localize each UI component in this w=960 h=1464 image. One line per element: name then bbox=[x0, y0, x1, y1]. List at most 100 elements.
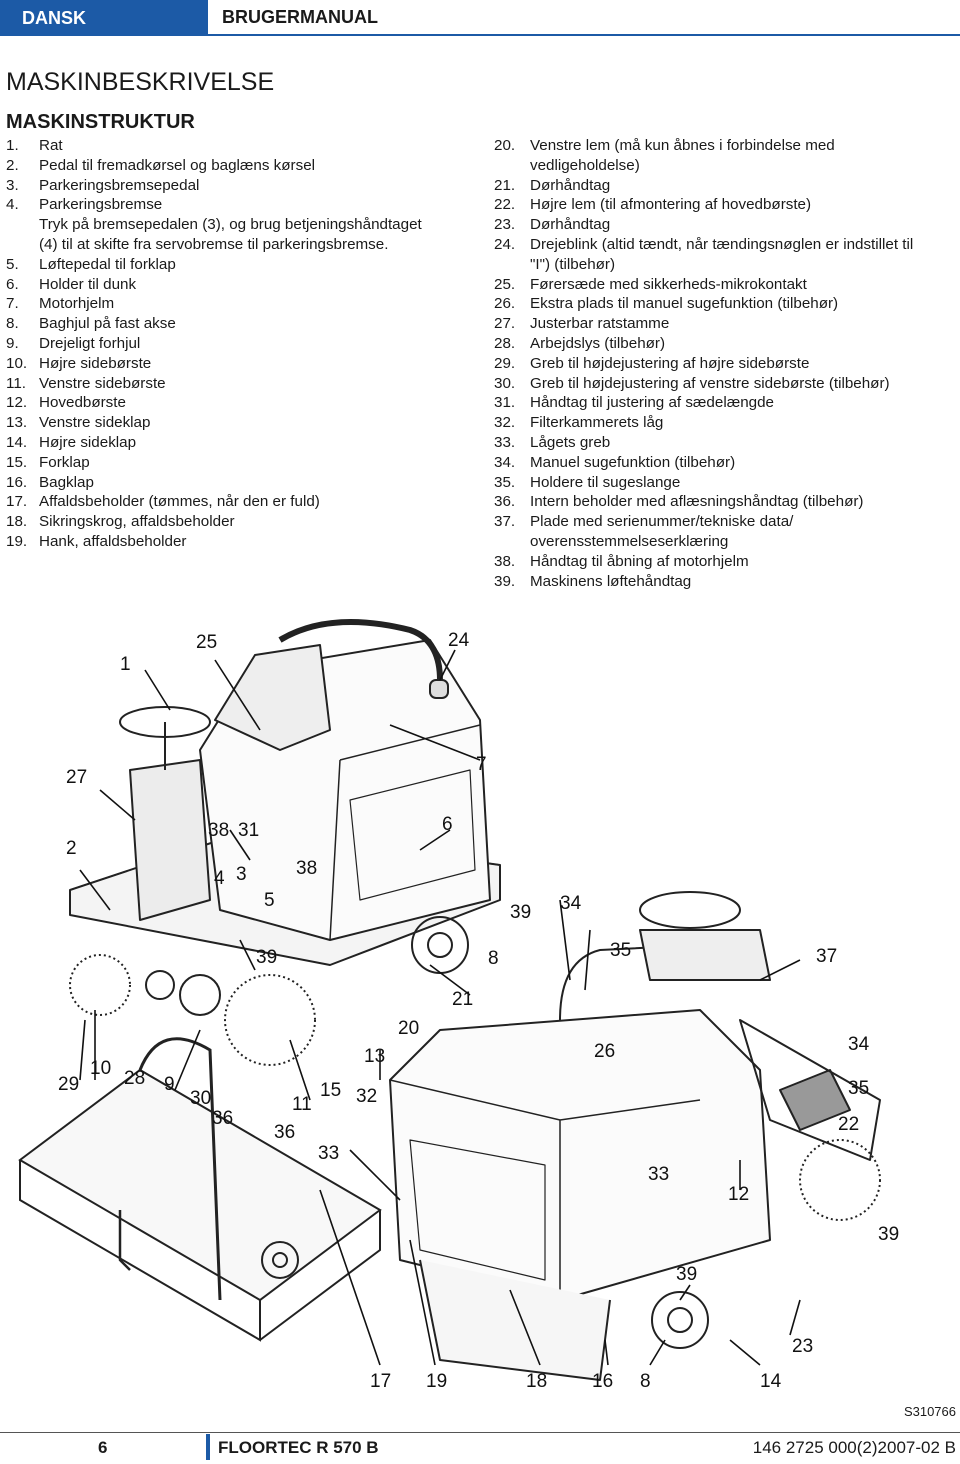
item-number bbox=[494, 255, 530, 275]
callout-leader-lines bbox=[79, 649, 801, 1366]
callout-number: 23 bbox=[792, 1336, 813, 1357]
list-item: Tryk på bremsepedalen (3), og brug betje… bbox=[6, 215, 476, 235]
callout-number: 17 bbox=[370, 1371, 391, 1390]
item-text: Greb til højdejustering af venstre sideb… bbox=[530, 374, 890, 392]
item-number: 11. bbox=[6, 374, 26, 392]
callout-number: 8 bbox=[640, 1371, 651, 1390]
item-number: 16. bbox=[6, 473, 28, 491]
language-label: DANSK bbox=[22, 7, 87, 28]
item-number: 26. bbox=[494, 295, 516, 313]
callout-number: 15 bbox=[320, 1080, 341, 1101]
document-number: 146 2725 000(2)2007-02 B bbox=[752, 1438, 956, 1457]
item-text: Filterkammerets låg bbox=[530, 414, 664, 432]
figure-code: S310766 bbox=[903, 1404, 956, 1419]
callout-number: 13 bbox=[364, 1046, 385, 1067]
callout-number: 7 bbox=[476, 754, 487, 775]
callout-number: 10 bbox=[90, 1058, 111, 1079]
list-item: 12.Hovedbørste bbox=[6, 393, 476, 413]
item-text: Højre sidebørste bbox=[39, 354, 152, 372]
callout-number: 6 bbox=[442, 814, 453, 835]
item-number: 38. bbox=[494, 552, 516, 570]
callout-number: 19 bbox=[426, 1371, 447, 1390]
item-text: Affaldsbeholder (tømmes, når den er fuld… bbox=[39, 493, 320, 511]
list-item: 5.Løftepedal til forklap bbox=[6, 255, 476, 275]
list-item: 27.Justerbar ratstamme bbox=[494, 314, 954, 334]
item-number: 21. bbox=[494, 176, 516, 194]
item-number: 33. bbox=[494, 433, 516, 451]
item-text: Plade med serienummer/tekniske data/ bbox=[530, 513, 794, 531]
component-list-right: 20.Venstre lem (må kun åbnes i forbindel… bbox=[494, 136, 954, 591]
item-number: 25. bbox=[494, 275, 516, 293]
item-number: 20. bbox=[494, 137, 516, 154]
item-number: 12. bbox=[6, 394, 28, 412]
item-text: Håndtag til åbning af motorhjelm bbox=[530, 552, 749, 570]
item-number: 10. bbox=[6, 354, 28, 372]
item-number: 23. bbox=[494, 216, 516, 234]
item-text: Bagklap bbox=[39, 473, 94, 491]
list-item: 37. Plade med serienummer/tekniske data/ bbox=[494, 512, 954, 532]
language-tab: DANSK bbox=[0, 0, 208, 36]
item-number: 4. bbox=[6, 196, 19, 214]
item-text: Arbejdslys (tilbehør) bbox=[530, 334, 666, 352]
list-item: 19.Hank, affaldsbeholder bbox=[6, 532, 476, 552]
list-item: 32. Filterkammerets låg bbox=[494, 413, 954, 433]
item-number: 18. bbox=[6, 513, 28, 531]
doc-type-header: BRUGERMANUAL bbox=[208, 0, 960, 36]
callout-number: 38 bbox=[296, 858, 317, 879]
callout-number: 28 bbox=[124, 1068, 145, 1089]
item-text: Baghjul på fast akse bbox=[39, 315, 176, 333]
item-text: Motorhjelm bbox=[39, 295, 115, 313]
callout-number: 33 bbox=[318, 1143, 339, 1164]
callout-number: 22 bbox=[838, 1114, 859, 1135]
waste-container-view bbox=[18, 1037, 382, 1342]
item-text: Dørhåndtag bbox=[530, 176, 611, 194]
item-text: Pedal til fremadkørsel og baglæns kørsel bbox=[39, 156, 316, 174]
item-text: Forklap bbox=[39, 453, 90, 471]
item-number: 37. bbox=[494, 513, 516, 531]
item-text: Dørhåndtag bbox=[530, 216, 611, 234]
list-item: 31.Håndtag til justering af sædelængde bbox=[494, 393, 954, 413]
item-number: 29. bbox=[494, 354, 516, 372]
callout-number: 37 bbox=[816, 946, 837, 967]
doc-type-label: BRUGERMANUAL bbox=[222, 6, 378, 27]
item-number: 27. bbox=[494, 315, 516, 333]
callout-number: 16 bbox=[592, 1371, 613, 1390]
item-number: 32. bbox=[494, 414, 516, 432]
item-number: 1. bbox=[6, 137, 19, 154]
list-item: 10. Højre sidebørste bbox=[6, 354, 476, 374]
item-text: Tryk på bremsepedalen (3), og brug betje… bbox=[39, 216, 422, 234]
item-text: Greb til højdejustering af højre sidebør… bbox=[530, 354, 810, 372]
list-item: 8.Baghjul på fast akse bbox=[6, 314, 476, 334]
callout-number: 24 bbox=[448, 630, 470, 651]
item-text: Venstre sidebørste bbox=[39, 374, 166, 392]
item-text: overensstemmelseserklæring bbox=[530, 532, 729, 550]
item-number: 30. bbox=[494, 374, 516, 392]
callout-number: 18 bbox=[526, 1371, 547, 1390]
item-number: 9. bbox=[6, 334, 19, 352]
item-number: 13. bbox=[6, 414, 28, 432]
callout-number: 2 bbox=[66, 838, 77, 859]
callout-number: 31 bbox=[238, 820, 259, 841]
list-item: 13.Venstre sideklap bbox=[6, 413, 476, 433]
callout-number: 1 bbox=[120, 654, 131, 675]
list-item: 25.Førersæde med sikkerheds-mikrokontakt bbox=[494, 275, 954, 295]
item-number: 3. bbox=[6, 176, 19, 194]
list-item: 33.Lågets greb bbox=[494, 433, 954, 453]
item-text: (4) til at skifte fra servobremse til pa… bbox=[39, 235, 389, 253]
callout-number: 3 bbox=[236, 864, 247, 885]
list-item: 6.Holder til dunk bbox=[6, 275, 476, 295]
callout-number: 4 bbox=[214, 868, 225, 889]
item-number: 36. bbox=[494, 493, 516, 511]
callout-number: 11 bbox=[292, 1094, 312, 1115]
list-item: 14.Højre sideklap bbox=[6, 433, 476, 453]
item-text: Drejeligt forhjul bbox=[39, 334, 141, 352]
item-text: Ekstra plads til manuel sugefunktion (ti… bbox=[530, 295, 839, 313]
callout-number: 20 bbox=[398, 1018, 419, 1039]
item-text: Intern beholder med aflæsningshåndtag (t… bbox=[530, 493, 864, 511]
list-item: 30. Greb til højdejustering af venstre si… bbox=[494, 374, 954, 394]
item-text: "I") (tilbehør) bbox=[530, 255, 616, 273]
callout-number: 25 bbox=[196, 632, 217, 653]
callout-number: 14 bbox=[760, 1371, 782, 1390]
